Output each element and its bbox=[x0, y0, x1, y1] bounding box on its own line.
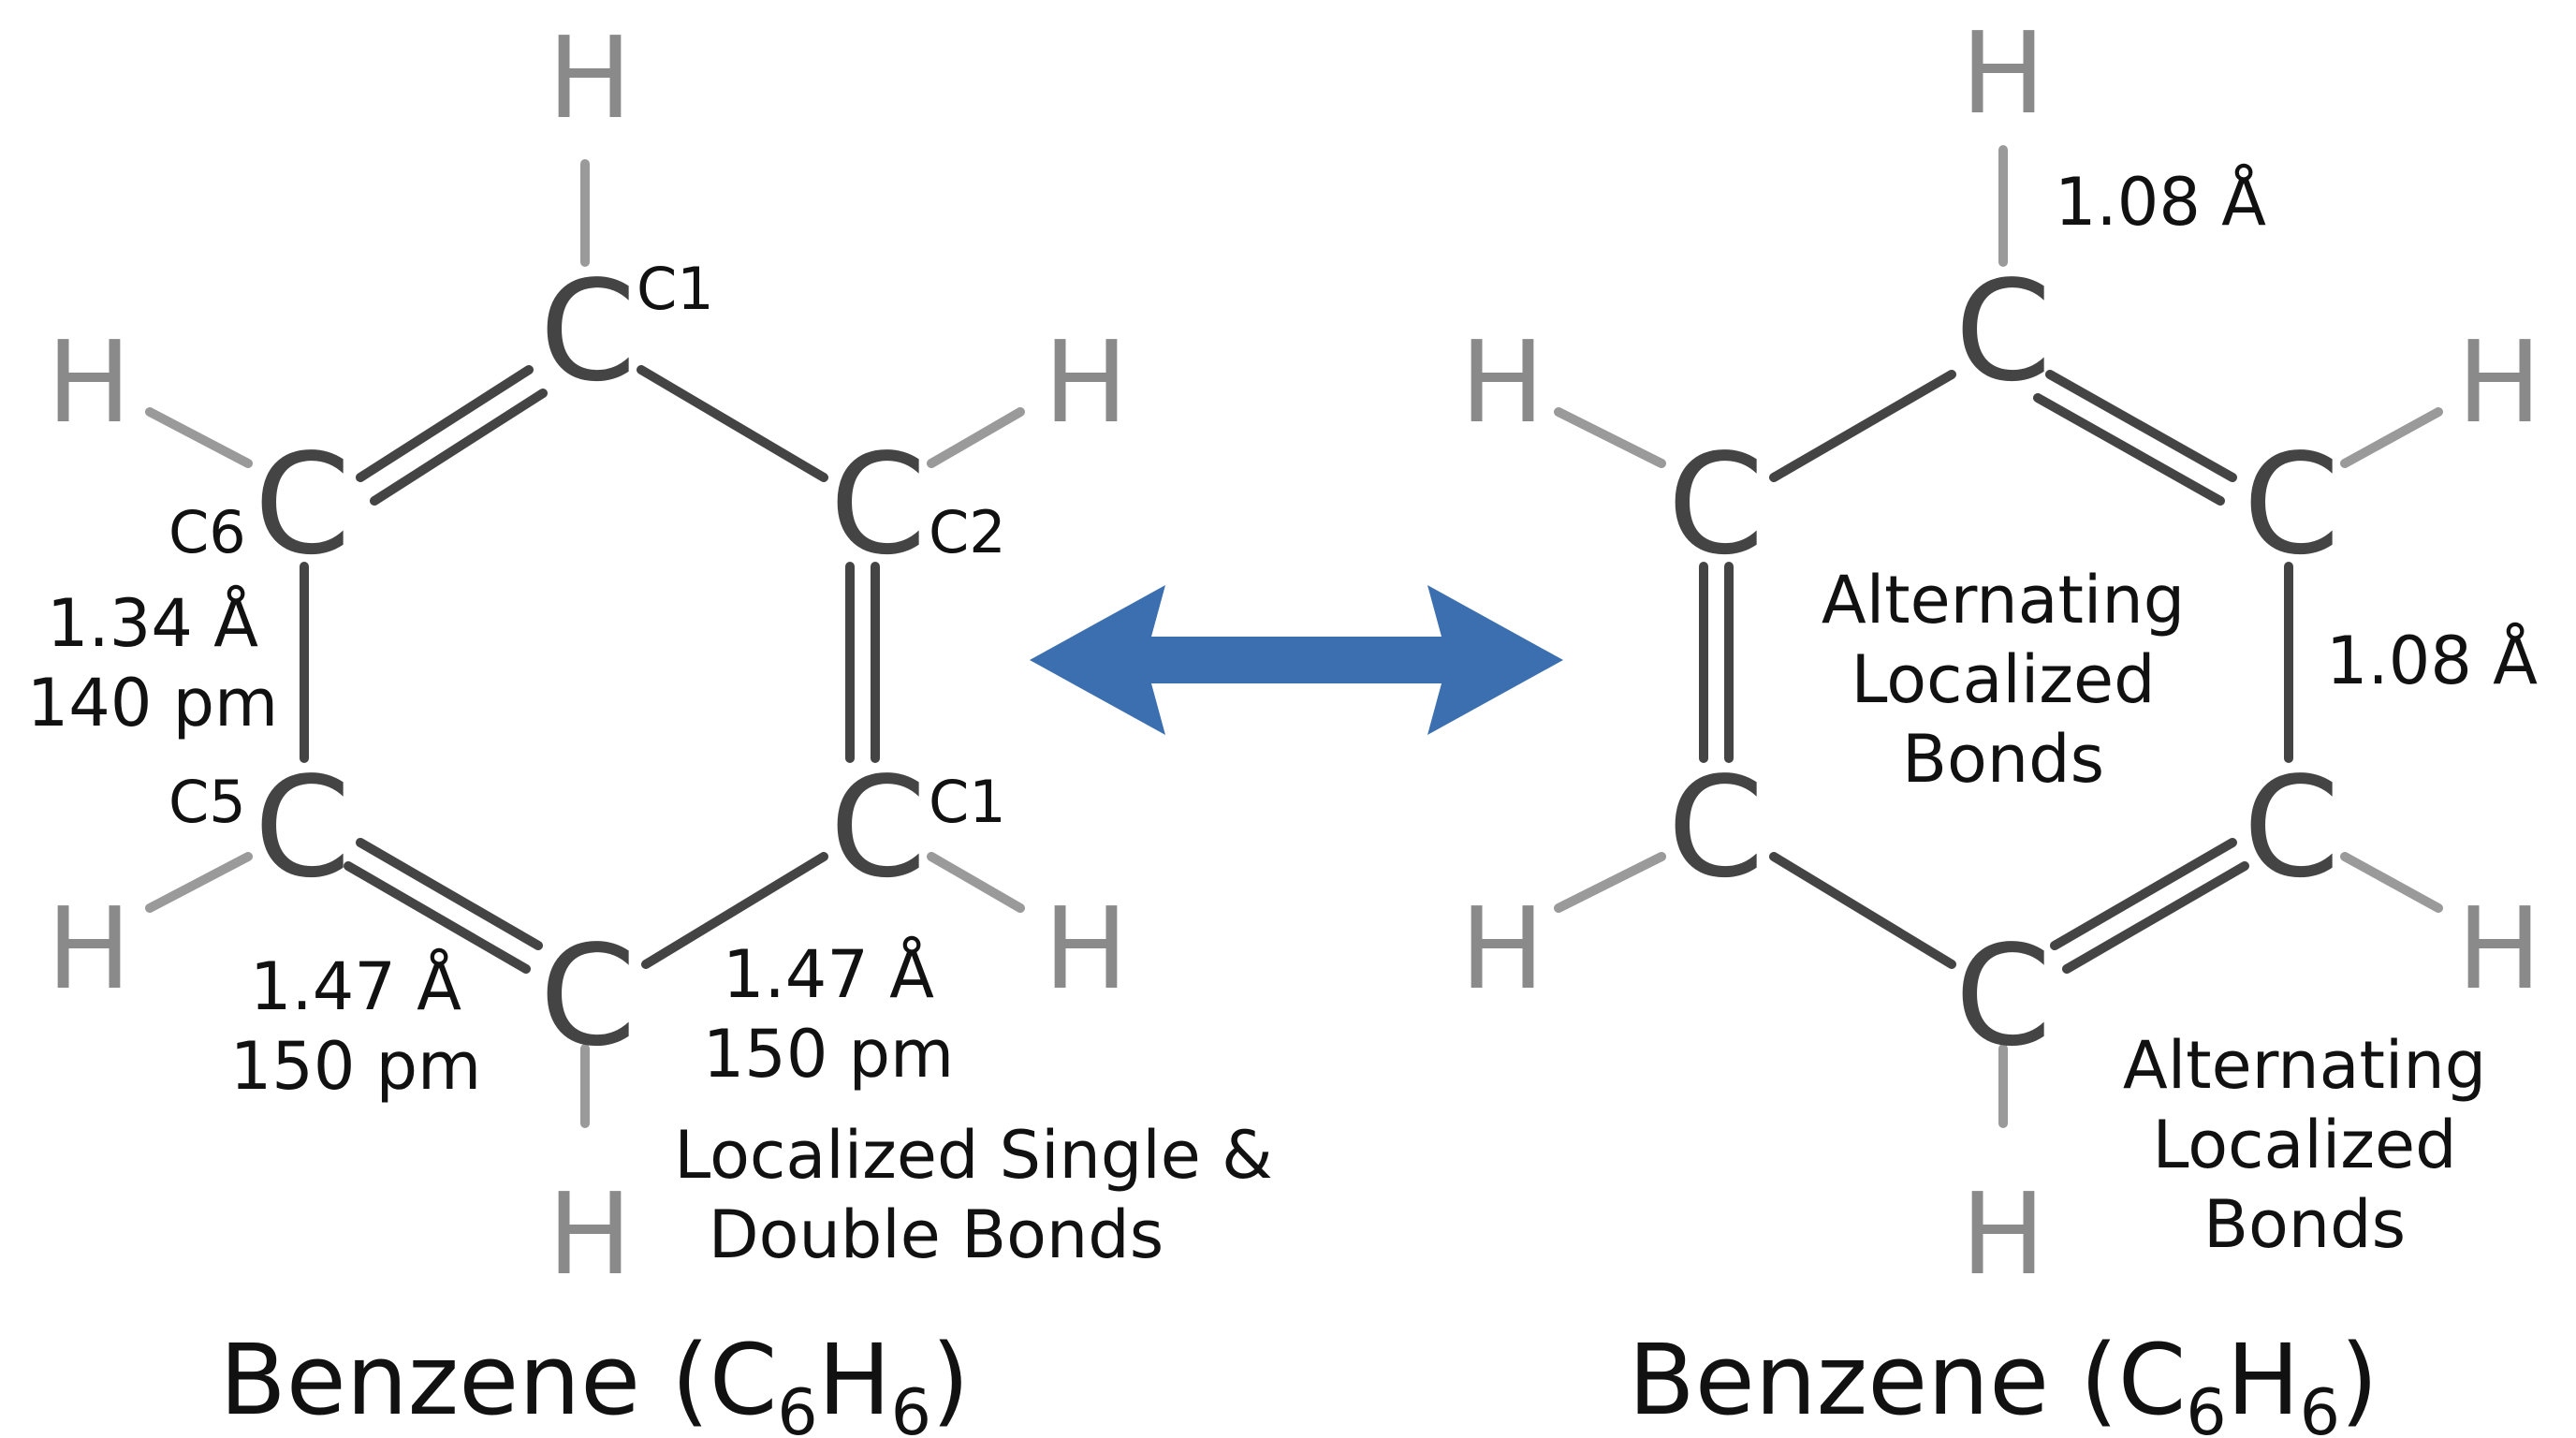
right-carbon-top: C bbox=[1954, 251, 2051, 412]
left-carbon-lower-right: C bbox=[829, 747, 926, 908]
left-carbon-bottom: C bbox=[539, 916, 636, 1077]
right-ch-bond-lower-right bbox=[2340, 852, 2443, 913]
right-carbon-lower-left: C bbox=[1667, 747, 1764, 908]
right-hydrogen-upper-right: H bbox=[2457, 318, 2541, 448]
left-bond-length-lower-left-angstrom: 1.47 Å bbox=[250, 948, 461, 1025]
left-label-c5: C5 bbox=[168, 768, 246, 836]
left-ch-bond-upper-right bbox=[927, 407, 1025, 468]
right-carbon-lower-right: C bbox=[2243, 747, 2339, 908]
left-bond-length-lower-right-angstrom: 1.47 Å bbox=[723, 936, 934, 1013]
right-title: Benzene (C6H6) bbox=[1628, 1323, 2378, 1438]
left-title: Benzene (C6H6) bbox=[219, 1323, 969, 1438]
right-carbon-upper-right: C bbox=[2243, 424, 2339, 585]
left-ch-bond-lower-right bbox=[927, 852, 1025, 913]
left-double-bond-bottom-left-b bbox=[344, 861, 531, 974]
right-carbon-upper-left: C bbox=[1667, 424, 1764, 585]
right-corner-note-line-2: Localized bbox=[2152, 1107, 2456, 1183]
right-hydrogen-lower-left: H bbox=[1460, 885, 1544, 1015]
left-hydrogen-bottom: H bbox=[548, 1170, 632, 1300]
left-single-bond-bottom-right bbox=[641, 852, 828, 969]
right-center-note-line-3: Bonds bbox=[1902, 721, 2104, 798]
left-double-bond-top-left-a bbox=[356, 365, 534, 482]
right-single-bond-top-left bbox=[1769, 370, 1956, 482]
left-hydrogen-upper-left: H bbox=[47, 318, 131, 448]
left-bond-length-left-pm: 140 pm bbox=[27, 665, 278, 741]
left-hydrogen-upper-right: H bbox=[1044, 318, 1128, 448]
left-label-c2: C2 bbox=[929, 498, 1006, 566]
left-carbon-lower-left: C bbox=[254, 747, 350, 908]
left-label-c6: C6 bbox=[168, 498, 246, 566]
right-hydrogen-lower-right: H bbox=[2457, 885, 2541, 1015]
right-corner-note-line-3: Bonds bbox=[2203, 1186, 2406, 1263]
right-ch-bond-lower-left bbox=[1554, 852, 1666, 913]
right-corner-note-line-1: Alternating bbox=[2123, 1027, 2486, 1104]
left-hydrogen-lower-right: H bbox=[1044, 885, 1128, 1015]
left-carbon-upper-left: C bbox=[254, 424, 350, 585]
left-hydrogen-top: H bbox=[548, 14, 632, 144]
right-hydrogen-top: H bbox=[1961, 9, 2045, 139]
double-headed-resonance-arrow bbox=[1030, 585, 1563, 735]
right-single-bond-bottom-left bbox=[1769, 852, 1956, 969]
right-double-bond-bottom-right-a bbox=[2050, 838, 2237, 950]
resonance-arrow-shape bbox=[1030, 585, 1563, 735]
left-note-line-2: Double Bonds bbox=[709, 1196, 1164, 1273]
right-bond-length-right: 1.08 Å bbox=[2326, 623, 2538, 699]
right-hydrogen-upper-left: H bbox=[1460, 318, 1544, 448]
left-label-c1-top: C1 bbox=[637, 255, 714, 323]
left-hydrogen-lower-left: H bbox=[47, 885, 131, 1015]
right-carbon-bottom: C bbox=[1954, 916, 2051, 1077]
right-ch-bond-upper-right bbox=[2340, 407, 2443, 468]
left-carbon-top: C bbox=[539, 251, 636, 412]
right-bond-length-top: 1.08 Å bbox=[2055, 164, 2266, 241]
left-carbon-upper-right: C bbox=[829, 424, 926, 585]
right-double-bond-bottom-right-b bbox=[2062, 861, 2249, 974]
right-double-bond-top-right-a bbox=[2045, 370, 2237, 482]
left-single-bond-top-right bbox=[637, 365, 828, 482]
right-double-bond-top-right-b bbox=[2033, 393, 2225, 506]
left-ch-bond-upper-left bbox=[145, 407, 253, 468]
right-benzene-structure: C C C C C C H H H H H H 1.08 Å 1.08 Å Al… bbox=[1460, 9, 2541, 1438]
right-center-note-line-2: Localized bbox=[1851, 641, 2155, 718]
left-bond-length-lower-left-pm: 150 pm bbox=[230, 1028, 481, 1105]
left-note-line-1: Localized Single & bbox=[674, 1117, 1272, 1194]
left-double-bond-bottom-left-a bbox=[356, 838, 543, 950]
right-ch-bond-upper-left bbox=[1554, 407, 1666, 468]
left-label-c1-lower: C1 bbox=[929, 768, 1006, 836]
left-bond-length-left-angstrom: 1.34 Å bbox=[47, 585, 258, 662]
left-ch-bond-lower-left bbox=[145, 852, 253, 913]
left-double-bond-top-left-b bbox=[370, 389, 548, 506]
left-benzene-structure: C C C C C C H H H H H H C1 C2 C1 C6 C5 1… bbox=[27, 14, 1273, 1438]
right-hydrogen-bottom: H bbox=[1961, 1170, 2045, 1300]
left-bond-length-lower-right-pm: 150 pm bbox=[703, 1016, 954, 1093]
right-center-note-line-1: Alternating bbox=[1822, 562, 2185, 638]
